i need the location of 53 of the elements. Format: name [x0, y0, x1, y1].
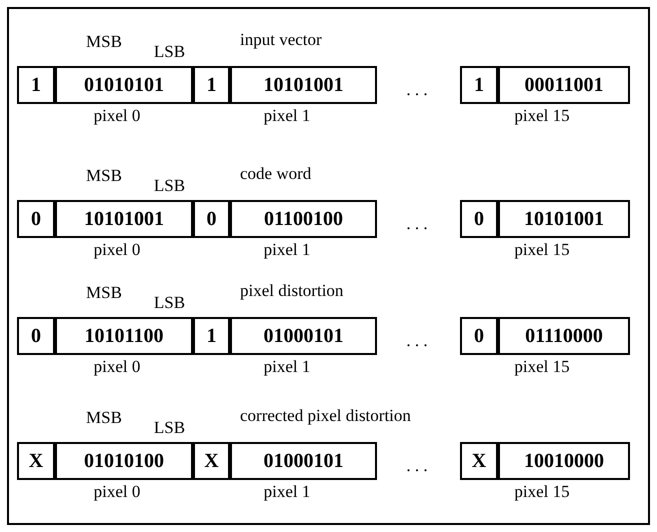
byte-box: 10101001 [55, 200, 193, 238]
byte-box: 01100100 [230, 200, 377, 238]
pixel-label: pixel 0 [92, 240, 142, 260]
pixel-label: pixel 0 [92, 357, 142, 377]
pixel-label: pixel 1 [262, 357, 312, 377]
pixel-label: pixel 1 [262, 482, 312, 502]
msb-label: MSB [85, 32, 123, 52]
row-title: corrected pixel distortion [240, 406, 412, 426]
msb-label: MSB [85, 283, 123, 303]
bit-box: X [193, 442, 230, 480]
pixel-label: pixel 1 [262, 106, 312, 126]
byte-box: 01010101 [55, 66, 193, 104]
byte-box: 01000101 [230, 442, 377, 480]
byte-box: 10010000 [498, 442, 630, 480]
bit-box: 0 [193, 200, 230, 238]
byte-box: 10101001 [230, 66, 377, 104]
ellipsis: . . . [405, 80, 429, 100]
bit-box: 0 [17, 200, 55, 238]
lsb-label: LSB [152, 42, 186, 62]
row-title: pixel distortion [240, 281, 344, 301]
byte-box: 01000101 [230, 317, 377, 355]
bit-box: 0 [17, 317, 55, 355]
ellipsis: . . . [405, 456, 429, 476]
lsb-label: LSB [152, 293, 186, 313]
pixel-label: pixel 0 [92, 106, 142, 126]
ellipsis: . . . [405, 331, 429, 351]
frame-box [7, 7, 650, 525]
bit-box: 1 [17, 66, 55, 104]
row-title: code word [240, 164, 312, 184]
pixel-label: pixel 0 [92, 482, 142, 502]
msb-label: MSB [85, 166, 123, 186]
byte-box: 10101001 [498, 200, 630, 238]
bit-box: 0 [460, 317, 498, 355]
pixel-label: pixel 15 [513, 106, 571, 126]
bit-box: 1 [460, 66, 498, 104]
bit-box: 0 [460, 200, 498, 238]
pixel-label: pixel 15 [513, 240, 571, 260]
bit-box: 1 [193, 317, 230, 355]
row-title: input vector [240, 30, 323, 50]
pixel-label: pixel 15 [513, 482, 571, 502]
byte-box: 00011001 [498, 66, 630, 104]
lsb-label: LSB [152, 418, 186, 438]
msb-label: MSB [85, 408, 123, 428]
bit-box: X [17, 442, 55, 480]
pixel-label: pixel 1 [262, 240, 312, 260]
pixel-label: pixel 15 [513, 357, 571, 377]
bit-box: X [460, 442, 498, 480]
byte-box: 10101100 [55, 317, 193, 355]
byte-box: 01110000 [498, 317, 630, 355]
lsb-label: LSB [152, 176, 186, 196]
byte-box: 01010100 [55, 442, 193, 480]
ellipsis: . . . [405, 214, 429, 234]
bit-box: 1 [193, 66, 230, 104]
